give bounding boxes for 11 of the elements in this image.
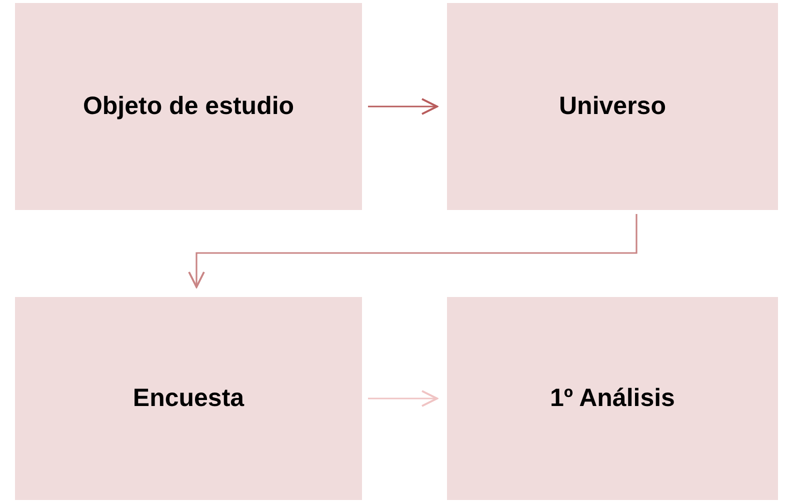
arrow — [368, 390, 438, 407]
box-label: Encuesta — [132, 384, 244, 413]
box-label: 1º Análisis — [550, 384, 675, 413]
process-box — [15, 3, 362, 210]
box-label: Objeto de estudio — [82, 92, 294, 121]
process-box — [447, 3, 778, 210]
arrow — [188, 214, 638, 288]
arrow — [368, 98, 438, 115]
process-box — [447, 297, 778, 500]
box-label: Universo — [559, 92, 666, 121]
process-box — [15, 297, 362, 500]
